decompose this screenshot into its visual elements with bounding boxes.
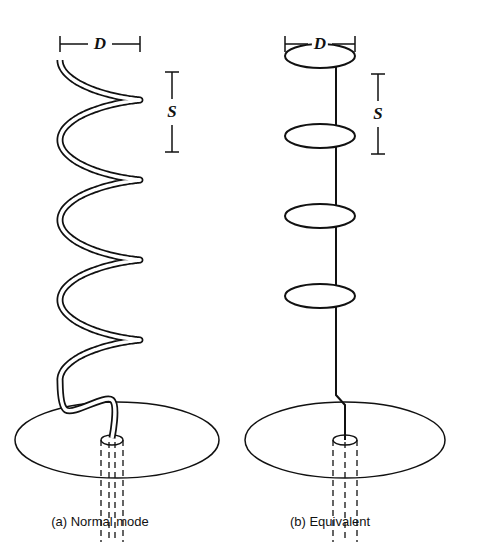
dimension-label: D bbox=[312, 35, 328, 54]
dimension-tick bbox=[59, 36, 61, 52]
equivalent-loops bbox=[285, 44, 355, 440]
loop bbox=[285, 124, 355, 148]
dimension-label: S bbox=[165, 103, 178, 122]
dimension-label: D bbox=[92, 35, 108, 54]
dimension-line bbox=[112, 43, 140, 45]
dipole-segment bbox=[336, 67, 345, 440]
dimension-line bbox=[171, 125, 173, 152]
loop bbox=[285, 204, 355, 228]
dimension-tick bbox=[165, 71, 179, 73]
helix-core bbox=[60, 60, 140, 438]
dimension-line bbox=[377, 74, 379, 101]
dimension-tick bbox=[371, 153, 385, 155]
dimension-tick bbox=[354, 36, 356, 52]
dimension-line bbox=[60, 43, 88, 45]
helix-outline bbox=[60, 60, 140, 438]
dimension-label: S bbox=[371, 105, 384, 124]
dimension-line bbox=[377, 127, 379, 154]
dimension-tick bbox=[284, 36, 286, 52]
helix-wire bbox=[60, 60, 140, 438]
dimension-tick bbox=[371, 73, 385, 75]
dimension-line bbox=[171, 72, 173, 99]
dimension-tick bbox=[139, 36, 141, 52]
loop bbox=[285, 284, 355, 308]
sub-caption: (a) Normal mode bbox=[49, 515, 151, 529]
dimension-tick bbox=[165, 151, 179, 153]
sub-caption: (b) Equivalent bbox=[288, 515, 372, 529]
